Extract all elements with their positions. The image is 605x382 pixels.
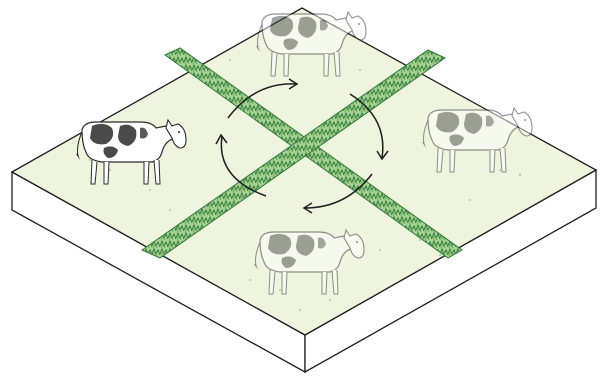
field-top <box>12 8 596 335</box>
field-slab <box>12 8 596 372</box>
